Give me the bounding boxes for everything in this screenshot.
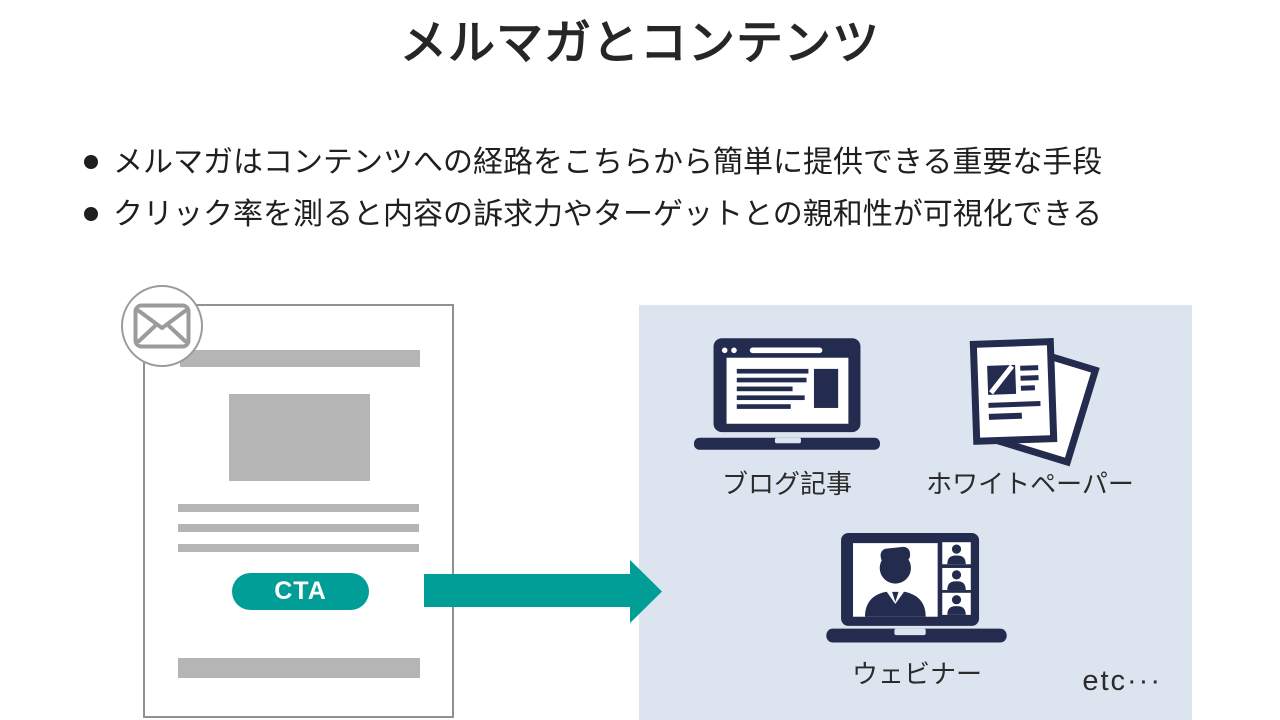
placeholder-header-bar <box>180 350 420 367</box>
etc-text: etc··· <box>1082 665 1162 697</box>
bullet-dot-icon <box>84 207 98 221</box>
whitepaper-icon <box>969 338 1100 467</box>
placeholder-footer-bar <box>178 658 420 678</box>
bullet-list: メルマガはコンテンツへの経路をこちらから簡単に提供できる重要な手段 クリック率を… <box>84 144 1224 248</box>
content-panel: ブログ記事 ホワイトペーパー <box>639 305 1192 720</box>
email-badge <box>121 285 203 367</box>
placeholder-image-block <box>229 394 370 481</box>
bullet-item: クリック率を測ると内容の訴求力やターゲットとの親和性が可視化できる <box>84 196 1224 234</box>
blog-laptop-icon <box>694 338 880 450</box>
page-title: メルマガとコンテンツ <box>400 16 880 69</box>
bullet-dot-icon <box>84 155 98 169</box>
bullet-text: クリック率を測ると内容の訴求力やターゲットとの親和性が可視化できる <box>113 198 1103 231</box>
content-item-label: ホワイトペーパー <box>926 469 1134 499</box>
envelope-icon <box>133 303 191 349</box>
content-item-label: ブログ記事 <box>721 469 852 499</box>
bullet-text: メルマガはコンテンツへの経路をこちらから簡単に提供できる重要な手段 <box>113 146 1103 179</box>
placeholder-text-line <box>178 504 419 512</box>
placeholder-text-line <box>178 544 419 552</box>
bullet-item: メルマガはコンテンツへの経路をこちらから簡単に提供できる重要な手段 <box>84 144 1224 182</box>
email-newsletter-mockup: CTA <box>143 304 454 718</box>
cta-button: CTA <box>232 573 369 610</box>
webinar-laptop-icon <box>826 533 1007 643</box>
placeholder-text-line <box>178 524 419 532</box>
content-item-label: ウェビナー <box>851 659 982 689</box>
flow-arrow-icon <box>424 560 662 623</box>
